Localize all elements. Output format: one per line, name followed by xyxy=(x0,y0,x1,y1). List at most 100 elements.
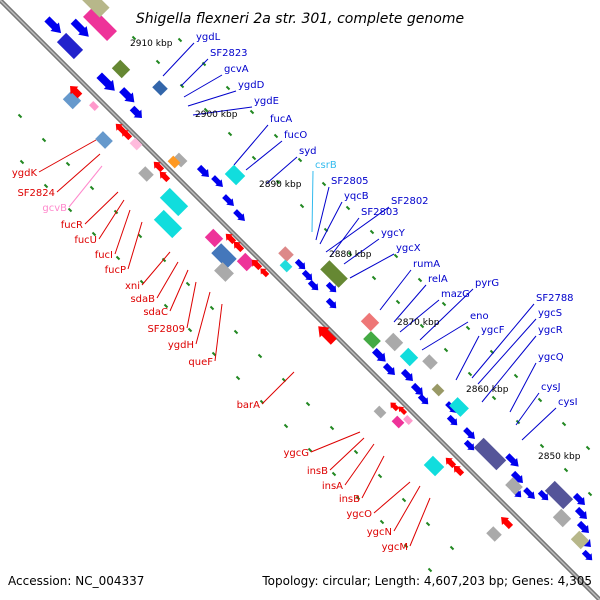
cds-forward-arrow xyxy=(572,492,585,505)
cds-forward-arrow xyxy=(523,487,535,499)
label-leader xyxy=(214,303,223,362)
cds-forward-box xyxy=(399,347,419,367)
label-leader xyxy=(84,191,119,225)
cds-forward-arrow xyxy=(307,279,319,291)
scale-tick xyxy=(283,423,289,429)
scale-tick xyxy=(41,137,47,143)
cds-forward-arrow xyxy=(505,453,519,467)
gene-label-mazg: mazG xyxy=(441,289,470,300)
label-leader xyxy=(141,251,171,286)
gene-label-sdac: sdaC xyxy=(143,307,168,318)
gene-label-sf2788: SF2788 xyxy=(536,293,574,304)
label-leader xyxy=(379,269,412,311)
cds-forward-arrow xyxy=(574,506,587,519)
scale-tick xyxy=(161,257,167,263)
gene-label-fucp: fucP xyxy=(105,265,126,276)
label-leader xyxy=(310,431,361,453)
label-leader xyxy=(409,497,431,547)
cds-reverse-box xyxy=(62,90,82,110)
cds-forward-arrow xyxy=(382,362,395,375)
cds-forward-arrow xyxy=(417,393,429,405)
scale-tick xyxy=(401,497,407,503)
cds-forward-arrow xyxy=(410,382,423,395)
scale-tick xyxy=(305,401,311,407)
scale-tick xyxy=(233,329,239,335)
gene-label-sf2824: SF2824 xyxy=(17,188,55,199)
scale-tick xyxy=(43,183,49,189)
cds-forward-arrow xyxy=(446,414,458,426)
cds-forward-box xyxy=(111,59,131,79)
cds-forward-box xyxy=(431,383,445,397)
cds-forward-box xyxy=(320,260,348,288)
rna-feature-box xyxy=(89,101,99,111)
scale-tick xyxy=(537,397,543,403)
scale-tick xyxy=(131,35,137,41)
label-leader xyxy=(68,165,103,208)
scale-tick xyxy=(561,421,567,427)
scale-tick xyxy=(225,85,231,91)
scale-tick xyxy=(89,185,95,191)
gene-label-fucu: fucU xyxy=(74,235,97,246)
gene-label-ygcy: ygcY xyxy=(381,228,406,239)
cds-forward-box xyxy=(544,480,574,510)
cds-forward-box xyxy=(473,437,507,471)
scale-tick xyxy=(355,495,361,501)
gene-label-quef: queF xyxy=(188,357,213,368)
cds-forward-box xyxy=(278,246,294,262)
cds-reverse-box xyxy=(138,166,154,182)
label-leader xyxy=(187,90,237,107)
scale-tick xyxy=(585,445,591,451)
scale-label: 2870 kbp xyxy=(397,318,440,328)
gene-label-gcvb: gcvB xyxy=(42,203,67,214)
scale-tick xyxy=(227,131,233,137)
cds-forward-box xyxy=(152,80,168,96)
cds-forward-box xyxy=(224,164,246,186)
gene-label-sf2823: SF2823 xyxy=(210,48,248,59)
cds-reverse-box xyxy=(153,209,183,239)
scale-tick xyxy=(17,113,23,119)
gene-label-cysj: cysJ xyxy=(541,382,561,393)
accession-label: Accession: NC_004337 xyxy=(8,574,144,588)
scale-tick xyxy=(403,543,409,549)
cds-forward-arrow xyxy=(400,368,413,381)
gene-label-ygco: ygcO xyxy=(346,509,372,520)
scale-tick xyxy=(203,107,209,113)
cds-forward-box xyxy=(422,354,438,370)
label-leader xyxy=(127,221,143,270)
scale-tick xyxy=(467,371,473,377)
gene-label-ygcm: ygcM xyxy=(382,542,408,553)
cds-forward-box xyxy=(360,312,380,332)
cds-reverse-box xyxy=(373,405,387,419)
scale-tick xyxy=(297,157,303,163)
gene-label-insa: insA xyxy=(322,481,343,492)
scale-tick xyxy=(91,231,97,237)
scale-label: 2890 kbp xyxy=(259,180,302,190)
scale-tick xyxy=(19,159,25,165)
scale-tick xyxy=(321,181,327,187)
label-leader xyxy=(329,217,360,258)
label-leader xyxy=(515,392,540,426)
cds-reverse-box xyxy=(95,131,113,149)
cds-reverse-arrow xyxy=(398,406,408,416)
cds-reverse-arrow xyxy=(260,268,270,278)
scale-label: 2850 kbp xyxy=(538,452,581,462)
scale-tick xyxy=(201,61,207,67)
scale-tick xyxy=(539,443,545,449)
cds-forward-arrow xyxy=(96,72,115,91)
scale-label: 2880 kbp xyxy=(329,250,372,260)
gene-label-ygcx: ygcX xyxy=(396,243,421,254)
label-leader xyxy=(393,284,427,323)
scale-tick xyxy=(465,325,471,331)
genome-summary: Topology: circular; Length: 4,607,203 bp… xyxy=(261,574,592,588)
label-leader xyxy=(315,186,330,241)
scale-tick xyxy=(393,253,399,259)
label-leader xyxy=(343,238,380,265)
gene-label-ygde: ygdE xyxy=(254,96,279,107)
gene-label-sf2809: SF2809 xyxy=(147,324,185,335)
cds-forward-arrow xyxy=(463,439,475,451)
scale-tick xyxy=(425,521,431,527)
scale-tick xyxy=(211,351,217,357)
gene-label-sf2802: SF2802 xyxy=(391,196,429,207)
scale-tick xyxy=(251,155,257,161)
scale-tick xyxy=(443,347,449,353)
